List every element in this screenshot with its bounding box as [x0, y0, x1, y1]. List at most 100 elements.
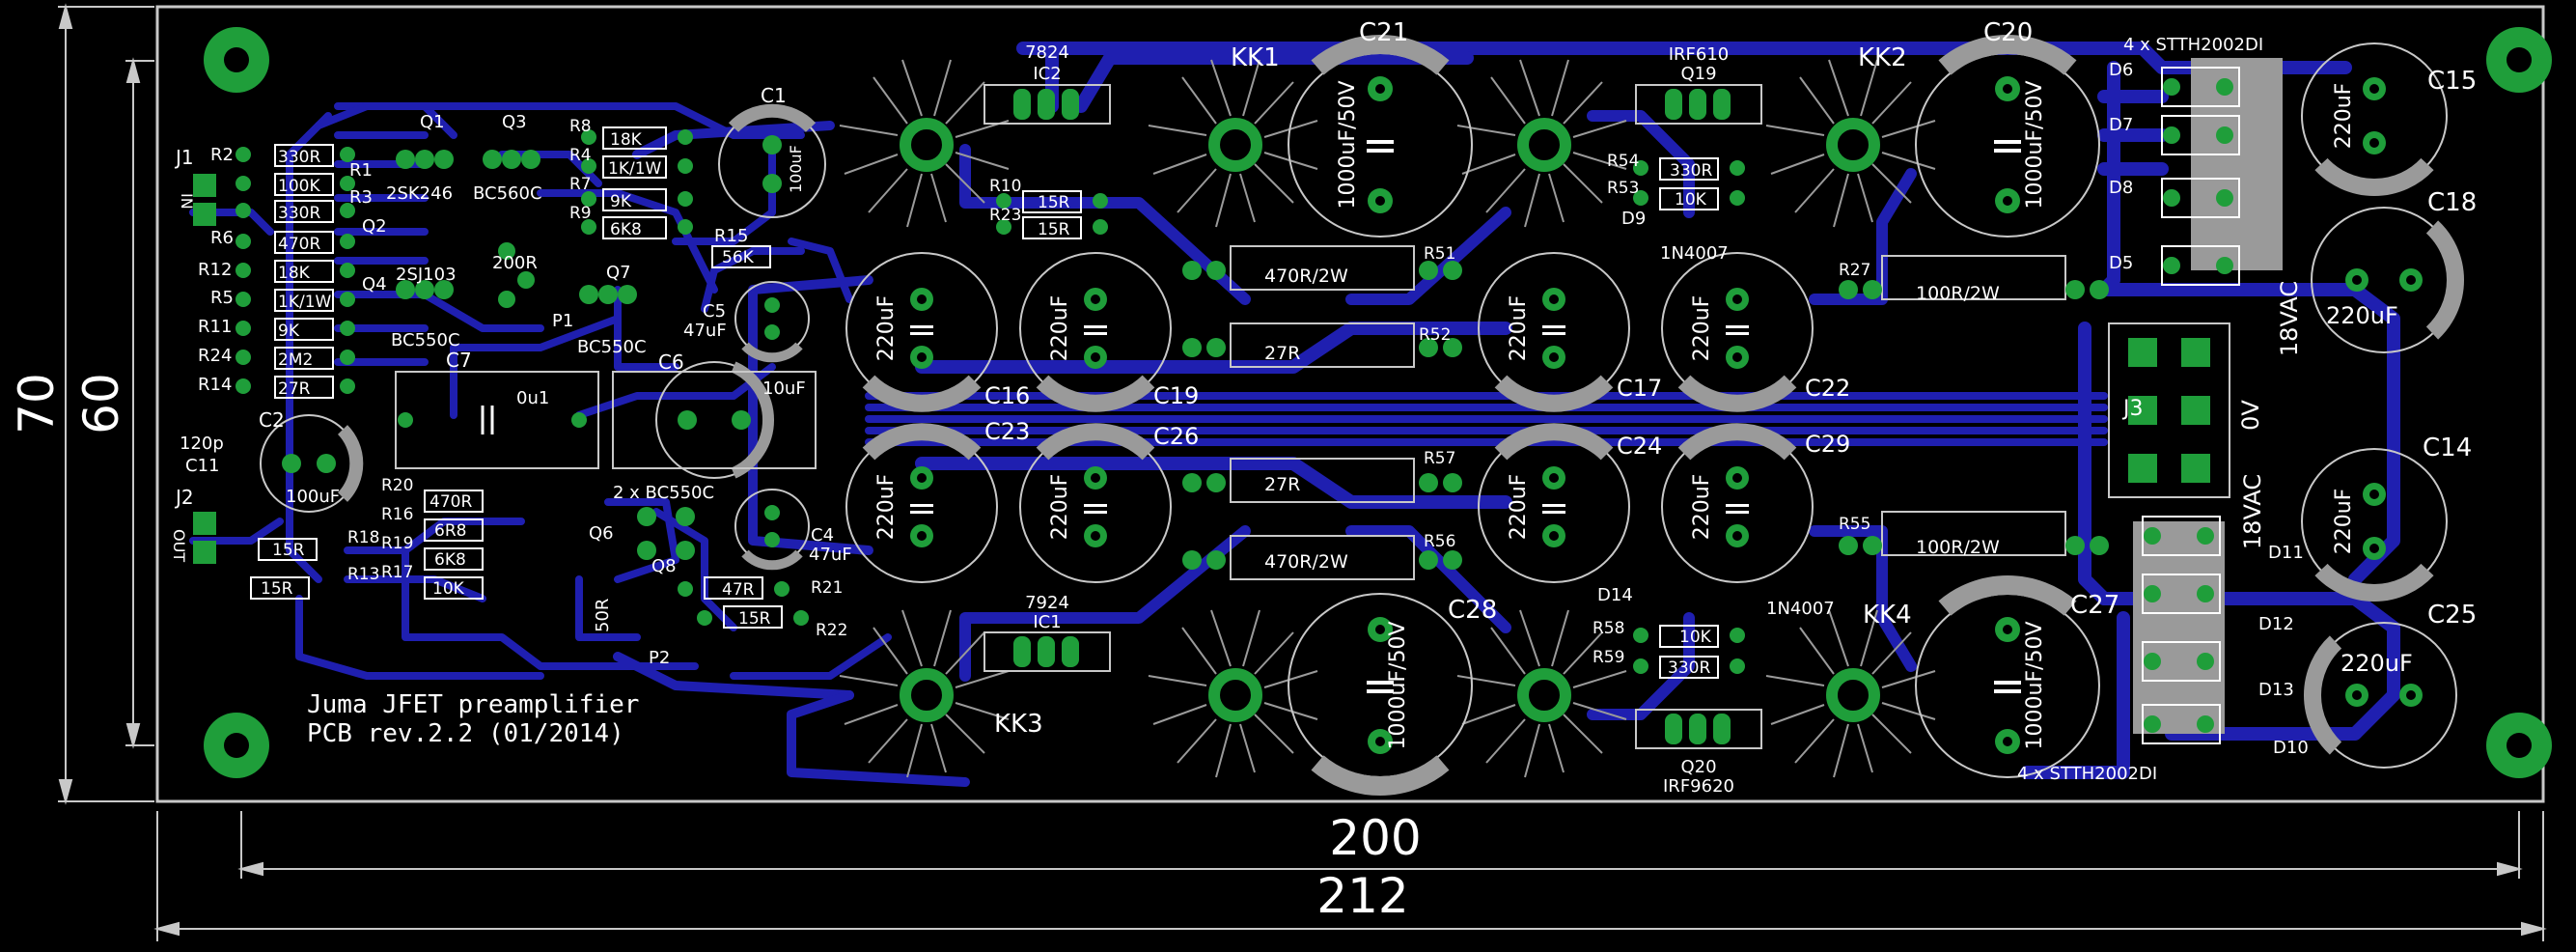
label-q8: Q8: [651, 556, 677, 576]
label-d14-type: 1N4007: [1766, 599, 1835, 619]
r56-ref: R56: [1424, 532, 1455, 551]
c23-ref: C23: [984, 418, 1030, 445]
c29-ref: C29: [1805, 431, 1850, 458]
or-ref-1: R16: [381, 505, 413, 524]
c27-ref: C27: [2070, 591, 2119, 620]
c1-ref: C1: [761, 84, 787, 107]
or-val-1: 6R8: [434, 521, 466, 541]
c20-ref: C20: [1983, 18, 2033, 47]
r58-val: 10K: [1679, 628, 1712, 647]
c4-val: 47uF: [809, 545, 852, 565]
power-resistor-pads: [1182, 261, 2109, 570]
c29-val: 220uF: [1690, 474, 1714, 541]
c18-ref: C18: [2427, 188, 2477, 217]
r57-ref: R57: [1424, 449, 1455, 468]
label-out: OUT: [170, 529, 188, 562]
r22-val: 15R: [738, 609, 771, 629]
ir-val-4: 18K: [278, 264, 311, 283]
board-outline: [155, 5, 2545, 803]
big-capacitors: [1288, 35, 2100, 796]
label-d14: D14: [1597, 585, 1633, 605]
c17-val: 220uF: [1507, 295, 1531, 362]
label-d12: D12: [2258, 614, 2294, 634]
label-j1: J1: [174, 146, 194, 169]
r55-ref: R55: [1839, 515, 1870, 534]
c11-ref: C11: [185, 456, 219, 476]
c19-ref: C19: [1153, 382, 1199, 409]
r23-val: 15R: [1038, 220, 1070, 239]
r55-val: 100R/2W: [1916, 537, 2000, 558]
c25-val: 220uF: [2341, 650, 2413, 677]
r15-ref: R15: [714, 226, 748, 246]
r10-ref: R10: [989, 177, 1021, 196]
label-q20: Q20: [1680, 757, 1716, 777]
c7-ref: C7: [446, 349, 472, 372]
small-capacitors: [260, 103, 826, 571]
label-18vac-a: 18VAC: [2276, 281, 2303, 356]
ir-ref-7: R24: [198, 346, 232, 366]
label-d11: D11: [2268, 543, 2304, 563]
label-d9: D9: [1621, 209, 1646, 229]
c7-val: 0u1: [516, 388, 549, 408]
label-q1-type: 2SK246: [386, 183, 453, 204]
ir-ref-6: R11: [198, 317, 232, 337]
r21-val: 47R: [722, 580, 755, 600]
r10-val: 15R: [1038, 193, 1070, 212]
r59-val: 330R: [1668, 658, 1710, 678]
c5-val: 47uF: [683, 321, 727, 341]
r53-ref: R53: [1607, 179, 1639, 198]
or-ref-3: R17: [381, 563, 413, 582]
c22-ref: C22: [1805, 375, 1850, 402]
ir-val-7: 2M2: [278, 350, 313, 370]
dimension-lines: [58, 3, 2547, 941]
dim-width-inner: 200: [1329, 810, 1421, 866]
label-q2: Q2: [362, 216, 387, 237]
power-resistors: [1230, 245, 2066, 580]
c14-ref: C14: [2423, 434, 2472, 462]
label-d7: D7: [2109, 115, 2133, 135]
r13-val: 15R: [261, 579, 293, 599]
heatsinks: [839, 59, 1936, 778]
r56-val: 470R/2W: [1264, 551, 1348, 573]
label-q7: Q7: [606, 263, 631, 283]
or-ref-0: R20: [381, 476, 413, 495]
label-q7-type: BC550C: [577, 337, 647, 357]
ir-ref-5: R5: [210, 288, 234, 308]
dim-height-inner: 60: [73, 373, 129, 434]
label-0v: 0V: [2237, 400, 2264, 431]
ir-val-3: 470R: [278, 235, 320, 254]
ir-ref-2: R3: [349, 187, 373, 208]
c23-val: 220uF: [874, 474, 899, 541]
r13-ref: R13: [347, 565, 379, 584]
dim-width-outer: 212: [1316, 868, 1408, 924]
input-resistor-boxes: [250, 126, 1719, 679]
label-q19-type: IRF610: [1669, 44, 1730, 65]
c15-val: 220uF: [2332, 83, 2356, 150]
label-q4-type: BC550C: [391, 330, 460, 350]
mr-val-3: 6K8: [610, 220, 642, 239]
label-d9-type: 1N4007: [1660, 243, 1729, 264]
c6-val: 10uF: [762, 378, 806, 399]
c4-ref: C4: [811, 525, 834, 546]
dim-height-outer: 70: [9, 373, 65, 434]
r18-val: 15R: [272, 541, 305, 560]
r18-ref: R18: [347, 528, 379, 547]
label-q68-type: 2 x BC550C: [613, 483, 714, 503]
label-j2: J2: [174, 486, 194, 509]
label-d8: D8: [2109, 178, 2133, 198]
c1-val: 100uF: [787, 145, 805, 193]
r51-ref: R51: [1424, 244, 1455, 264]
mounting-holes: [204, 27, 2552, 778]
r54-val: 330R: [1670, 161, 1712, 181]
mr-val-0: 18K: [610, 130, 643, 150]
label-in: IN: [178, 193, 196, 210]
label-q19: Q19: [1680, 64, 1716, 84]
label-p1: P1: [552, 311, 573, 331]
r27-ref: R27: [1839, 261, 1870, 280]
label-ic2-type: 7824: [1025, 42, 1069, 63]
c19-val: 220uF: [1048, 295, 1072, 362]
c28-ref: C28: [1448, 596, 1497, 625]
label-diodes-bottom: 4 x STTH2002DI: [2017, 764, 2157, 784]
board-title-line1: Juma JFET preamplifier: [307, 690, 639, 719]
